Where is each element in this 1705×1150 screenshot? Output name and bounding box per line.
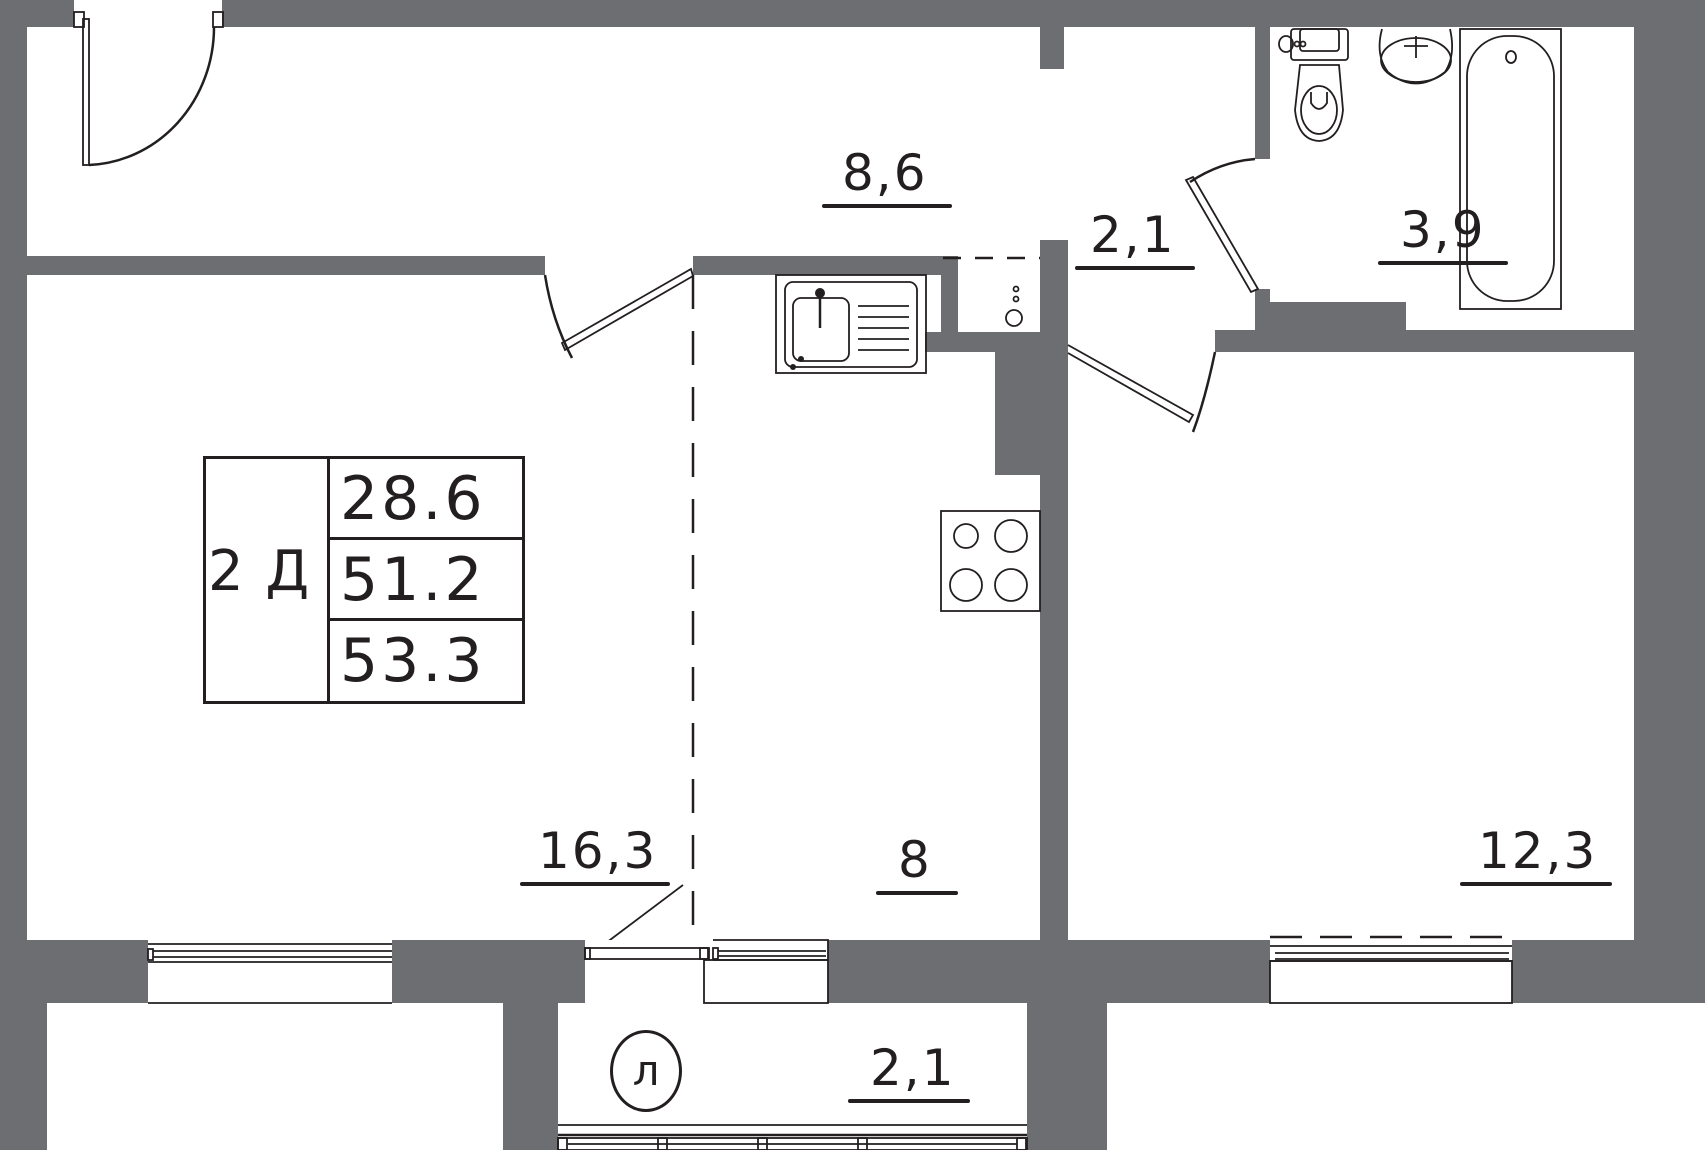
bedroom-door — [1067, 344, 1217, 433]
bathroom-door — [1184, 157, 1260, 294]
room-area: 16,3 — [538, 822, 658, 880]
room-label-corridor: 2,1 — [1075, 210, 1195, 270]
windows — [147, 935, 1513, 1150]
total-area-with-loggia: 53.3 — [340, 626, 486, 696]
room-area: 3,9 — [1400, 201, 1486, 259]
gas-riser — [1005, 285, 1023, 327]
room-label-hallway: 8,6 — [822, 148, 952, 208]
apartment-type-cell: 2 Д — [206, 459, 330, 701]
room-area: 2,1 — [870, 1039, 956, 1097]
stove — [940, 510, 1041, 612]
room-label-bathroom: 3,9 — [1378, 205, 1508, 265]
kitchen-sink — [775, 274, 927, 374]
room-floors — [27, 27, 1705, 1150]
room-label-living-room: 16,3 — [520, 826, 670, 886]
room-area: 2,1 — [1090, 206, 1176, 264]
apartment-info-box: 2 Д 28.6 51.2 53.3 — [203, 456, 525, 704]
room-area: 12,3 — [1478, 822, 1598, 880]
living-area: 28.6 — [330, 459, 525, 540]
room-area: 8 — [898, 831, 932, 889]
bathroom-fixtures — [1278, 28, 1562, 310]
loggia-marker: л — [610, 1030, 682, 1112]
entry-door — [73, 0, 224, 167]
room-label-kitchen: 8 — [876, 835, 958, 895]
total-area: 51.2 — [330, 540, 525, 621]
room-label-loggia: 2,1 — [848, 1043, 970, 1103]
room-area: 8,6 — [842, 144, 928, 202]
room-label-bedroom: 12,3 — [1460, 826, 1612, 886]
apartment-type: 2 Д — [208, 539, 312, 604]
